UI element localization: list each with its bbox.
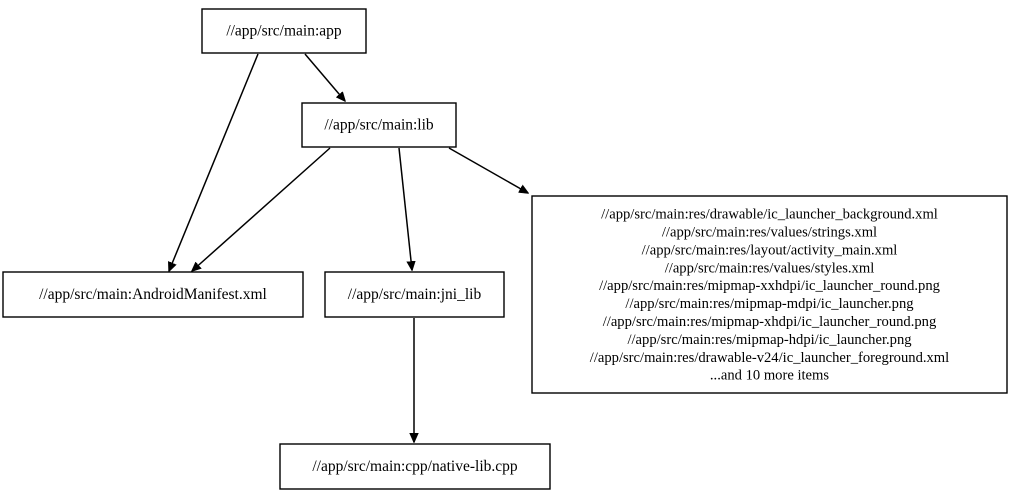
node-label-line: //app/src/main:res/values/styles.xml — [665, 260, 875, 276]
node-jni_lib[interactable]: //app/src/main:jni_lib — [324, 271, 505, 318]
node-box-jni_lib — [324, 271, 505, 318]
edge-app-to-lib — [304, 53, 345, 101]
node-label-line: //app/src/main:res/layout/activity_main.… — [642, 242, 898, 258]
graph-nodes: //app/src/main:app //app/src/main:lib //ap… — [2, 8, 1008, 490]
node-manifest[interactable]: //app/src/main:AndroidManifest.xml — [2, 271, 304, 318]
node-label-line: //app/src/main:res/drawable/ic_launcher_… — [601, 207, 938, 223]
node-label-line: //app/src/main:res/values/strings.xml — [662, 225, 877, 241]
node-label-line: //app/src/main:res/mipmap-hdpi/ic_launch… — [627, 332, 912, 348]
node-label-line: //app/src/main:res/mipmap-xxhdpi/ic_laun… — [599, 278, 941, 294]
node-box-native_lib — [279, 443, 551, 490]
edge-app-to-manifest — [169, 53, 259, 271]
node-label-manifest: //app/src/main:AndroidManifest.xml — [39, 286, 267, 303]
edge-lib-to-resources — [448, 147, 528, 193]
node-app[interactable]: //app/src/main:app — [201, 8, 367, 54]
node-label-jni_lib: //app/src/main:jni_lib — [348, 286, 482, 303]
node-label-line: //app/src/main:res/drawable-v24/ic_launc… — [590, 350, 949, 366]
node-resources[interactable]: //app/src/main:res/drawable/ic_launcher_… — [531, 195, 1008, 394]
node-native_lib[interactable]: //app/src/main:cpp/native-lib.cpp — [279, 443, 551, 490]
edge-lib-to-manifest — [192, 147, 331, 271]
node-box-resources — [531, 195, 1008, 394]
node-lib[interactable]: //app/src/main:lib — [301, 102, 457, 148]
node-label-line: ...and 10 more items — [710, 368, 829, 384]
node-box-app — [201, 8, 367, 54]
node-box-manifest — [2, 271, 304, 318]
graph-edges — [169, 53, 528, 442]
node-label-app: //app/src/main:app — [226, 23, 342, 40]
node-label-native_lib: //app/src/main:cpp/native-lib.cpp — [312, 458, 518, 475]
edge-lib-to-jni-lib — [398, 147, 412, 270]
node-label-line: //app/src/main:res/mipmap-mdpi/ic_launch… — [625, 296, 914, 312]
node-label-lib: //app/src/main:lib — [324, 117, 434, 134]
node-box-lib — [301, 102, 457, 148]
node-label-line: //app/src/main:res/mipmap-xhdpi/ic_launc… — [603, 314, 937, 330]
